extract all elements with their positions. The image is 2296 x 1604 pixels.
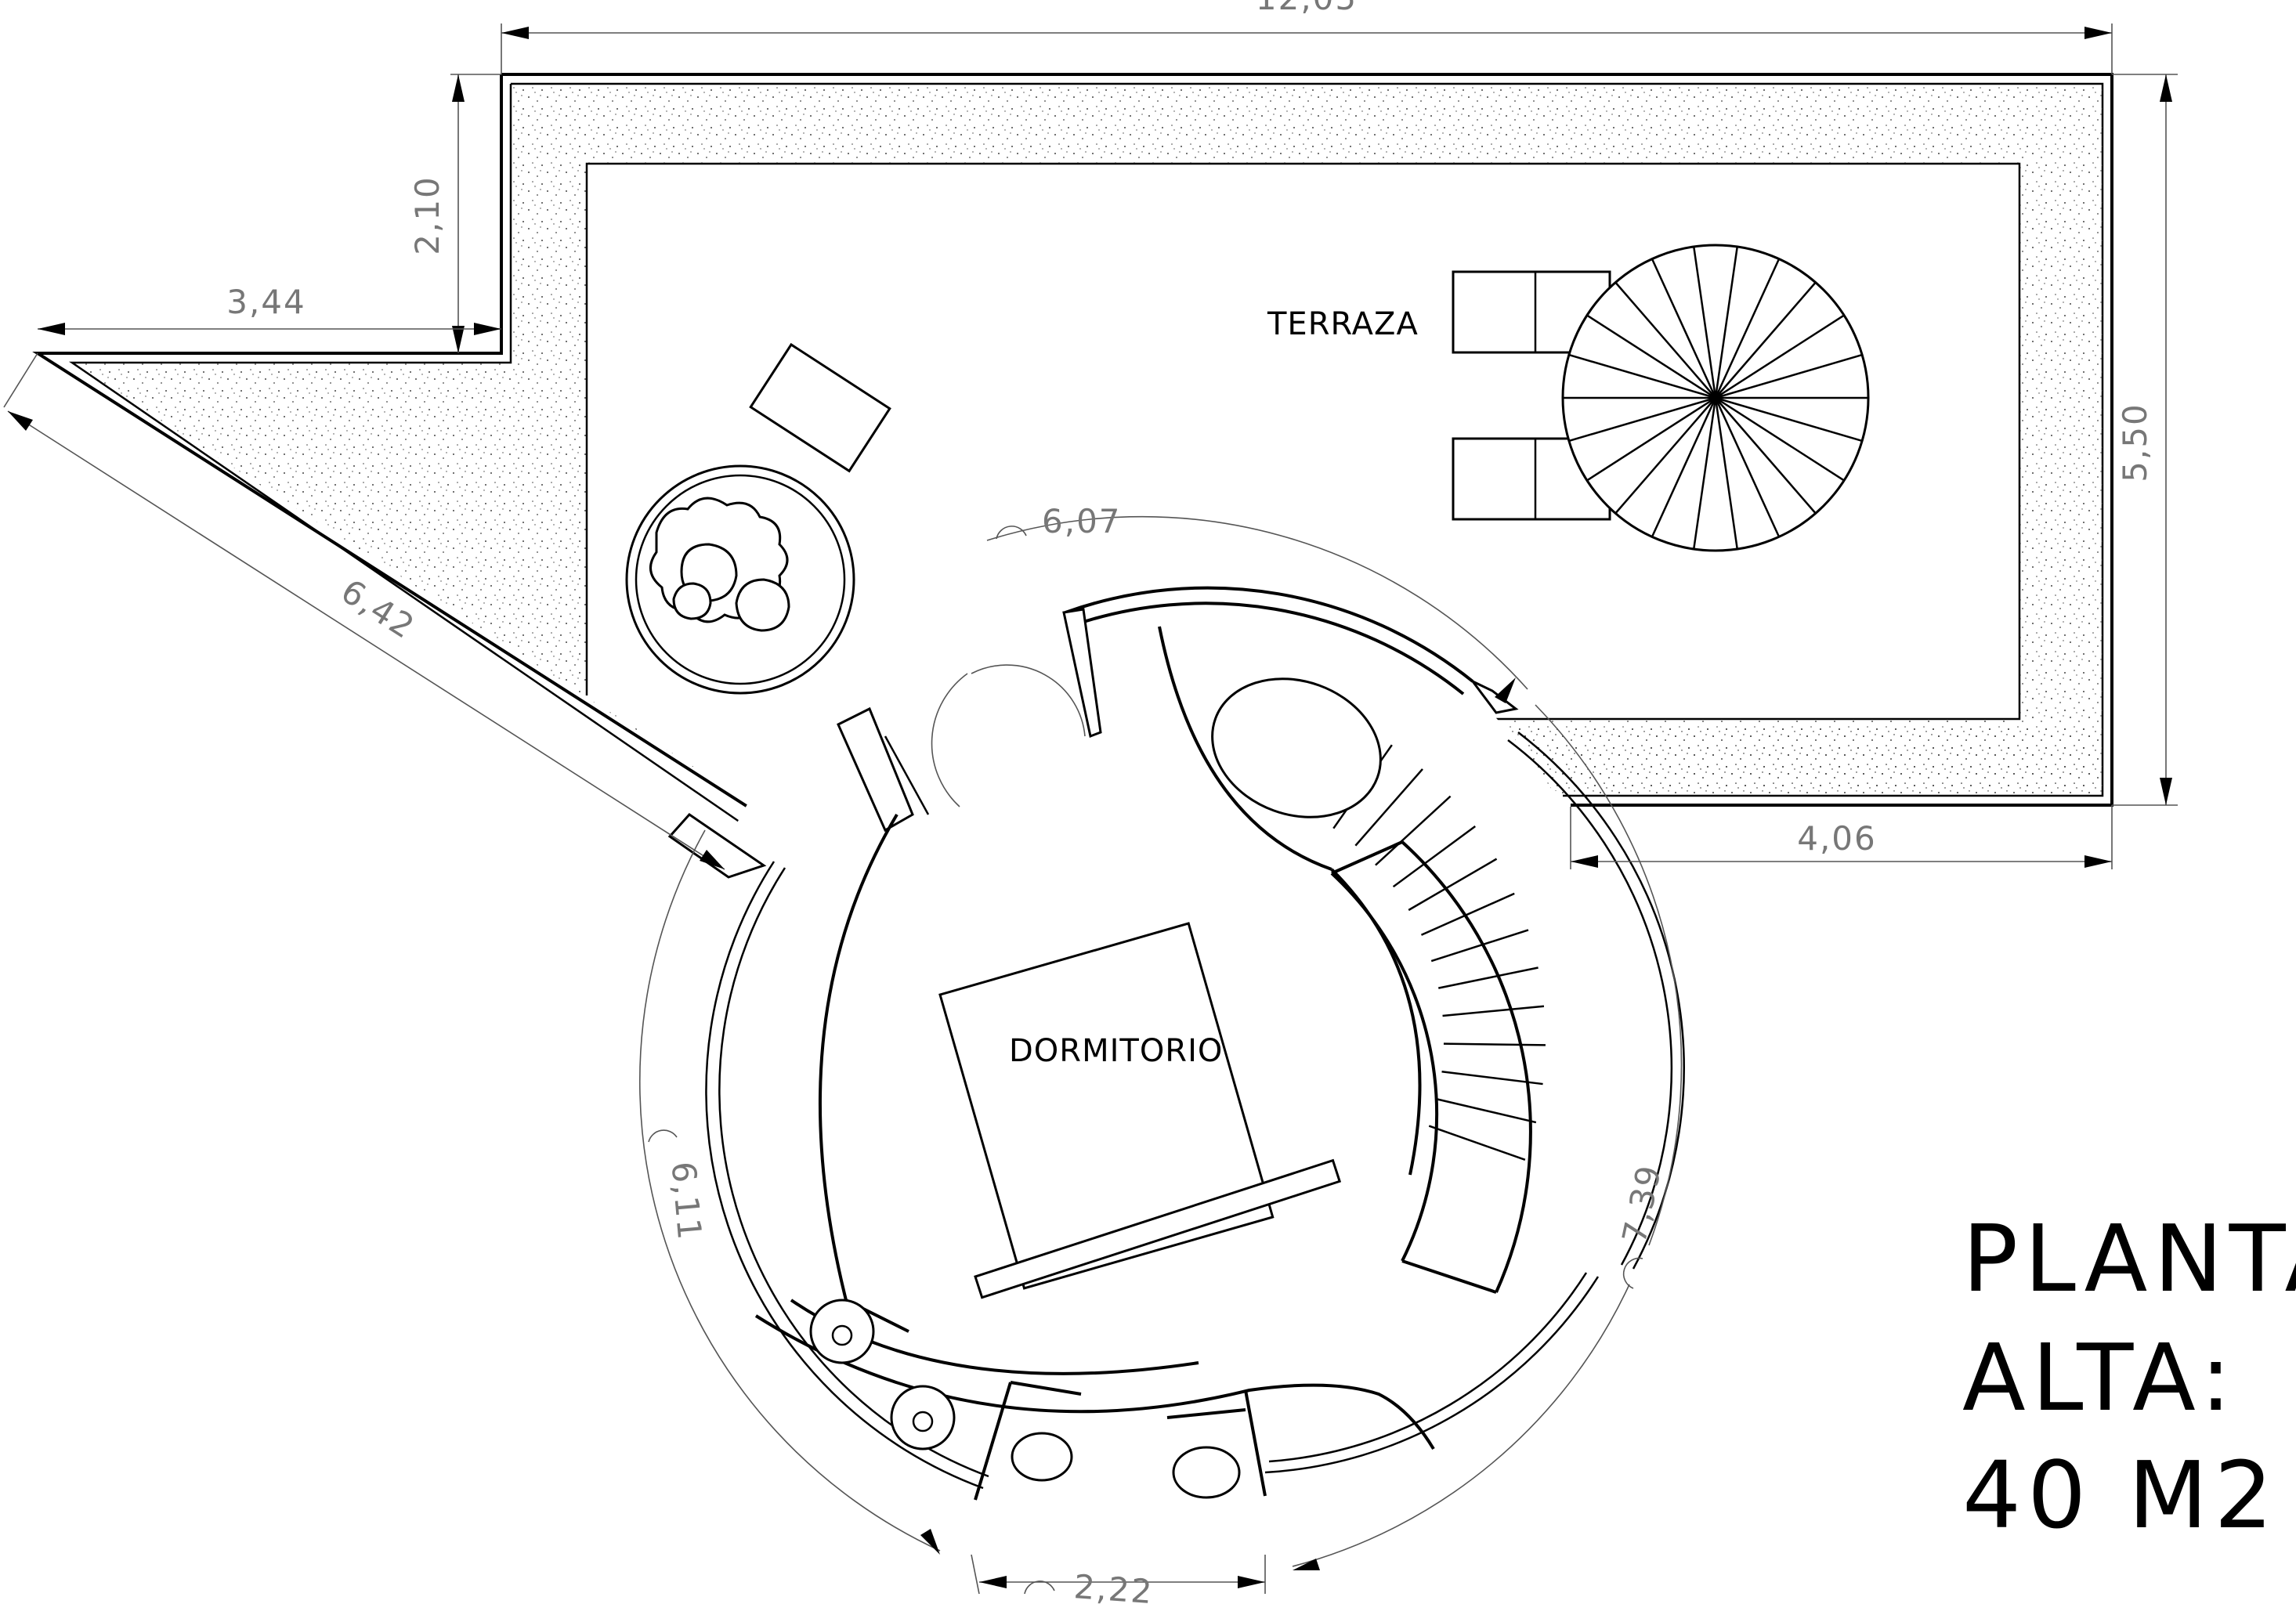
entry-door[interactable]	[884, 664, 1086, 815]
dimension-label: 6,07	[1042, 502, 1122, 540]
terrace-inner-floor	[585, 162, 2021, 721]
stair-tread	[1714, 397, 1781, 537]
tower-wall-stub-left	[667, 813, 767, 879]
stair-step	[1438, 966, 1539, 989]
dimension-label: 6,11	[664, 1160, 710, 1242]
dimension-label: 6,42	[334, 572, 422, 647]
room-label-dormitorio: DORMITORIO	[1009, 1033, 1223, 1069]
gravel-strip	[1512, 728, 2099, 791]
tower-wall-stub-top	[1062, 608, 1102, 739]
dimension-left-height	[450, 74, 501, 353]
stair-tread	[1715, 396, 1863, 443]
stair-tread	[1651, 397, 1717, 537]
tower-wall-stub-top-left	[837, 706, 914, 833]
dimension-label: 5,50	[2116, 403, 2154, 482]
stair-center-post	[1711, 393, 1720, 403]
stair-tread	[1586, 314, 1716, 399]
toilet-icon	[1011, 1432, 1073, 1482]
arc-dimension-outer	[638, 515, 1683, 1595]
room-label-terraza: TERRAZA	[1267, 306, 1419, 342]
stair-tread	[1586, 396, 1716, 482]
stair-step	[1408, 858, 1498, 912]
stair-step	[1443, 1042, 1546, 1046]
tub-partition	[1158, 626, 1332, 871]
stair-tread	[1651, 258, 1717, 399]
dimension-label: 3,44	[226, 283, 306, 321]
plan-title-line-3: 40 M2	[1962, 1441, 2280, 1549]
stair-tread	[1614, 281, 1716, 399]
stair-step	[1420, 892, 1515, 936]
dimension-label: 12,05	[1256, 0, 1358, 17]
bed	[938, 922, 1342, 1299]
stair-step	[1375, 795, 1452, 866]
stair-step	[1392, 825, 1476, 888]
stair-tread	[1614, 397, 1716, 515]
stair-tread	[1715, 396, 1845, 482]
dimension-label: 2,10	[408, 175, 447, 255]
stair-tread	[1568, 396, 1716, 443]
tower-staircase[interactable]	[1330, 744, 1546, 1294]
stair-tread	[1693, 246, 1717, 399]
arc-symbol-icon	[648, 1129, 678, 1143]
stair-step	[1354, 768, 1423, 847]
dimension-top	[501, 23, 2113, 74]
stair-tread	[1714, 258, 1781, 399]
plan-title-line-2: ALTA:	[1962, 1324, 2238, 1432]
stair-tread	[1714, 397, 1738, 550]
planter	[625, 464, 855, 695]
stair-tread	[1693, 397, 1717, 550]
spiral-staircase	[1561, 244, 1870, 552]
dimension-diagonal	[3, 352, 725, 870]
stair-tread	[1714, 246, 1738, 399]
dimension-label: 7,39	[1614, 1161, 1669, 1246]
bathtub-icon	[1211, 677, 1382, 818]
arc-symbol-icon	[996, 526, 1027, 540]
washbasin-icon	[890, 1385, 956, 1450]
dimension-right	[2112, 74, 2178, 806]
stair-step	[1442, 1005, 1545, 1017]
stair-step	[1441, 1070, 1543, 1086]
stair-tread	[1568, 353, 1716, 399]
bedroom-partition	[819, 813, 909, 1333]
stair-tread	[1715, 397, 1817, 515]
dimension-left-step	[38, 323, 501, 335]
washbasin-icon	[809, 1299, 875, 1364]
arc-symbol-icon	[1622, 1257, 1643, 1289]
arc-symbol-icon	[1024, 1581, 1055, 1595]
dimension-label: 4,06	[1797, 819, 1877, 858]
shrub-icon	[649, 497, 790, 632]
stair-tread	[1715, 353, 1863, 399]
terrace-table	[749, 342, 891, 473]
bathroom	[754, 1299, 1435, 1501]
gravel-area	[72, 84, 2103, 796]
tower-wall-stub-right	[1471, 680, 1519, 714]
bidet-icon	[1172, 1446, 1241, 1499]
stair-step	[1430, 929, 1529, 963]
stair-tread	[1715, 314, 1845, 399]
stair-tread	[1715, 281, 1817, 399]
dimension-label: 2,22	[1072, 1567, 1155, 1604]
stair-step	[1436, 1098, 1537, 1124]
dimension-bottom-right	[1570, 805, 2113, 869]
stair-step	[1428, 1125, 1526, 1161]
